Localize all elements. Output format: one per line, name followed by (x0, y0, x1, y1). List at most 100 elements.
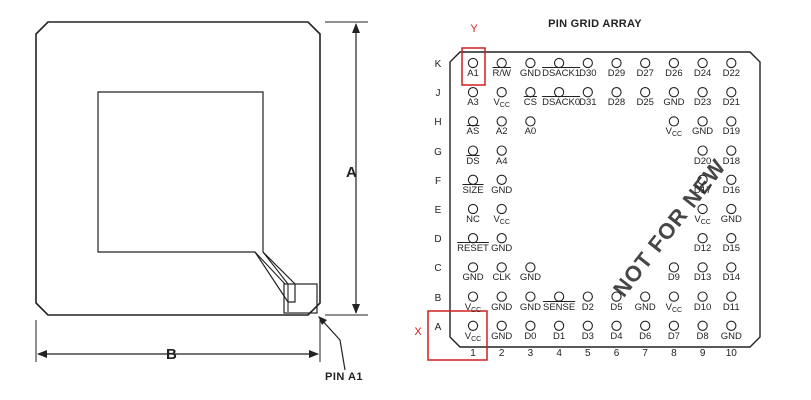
pin-h10 (726, 116, 737, 127)
col-label-6: 6 (613, 348, 620, 359)
pin-b2 (496, 291, 507, 302)
pin-g1 (467, 145, 479, 156)
pin-k1 (467, 57, 479, 69)
pin-c3 (525, 262, 536, 273)
row-label-e: E (434, 205, 442, 216)
pin-b9 (697, 291, 708, 302)
pin-label-k7: D27 (636, 68, 654, 79)
pin-label-e9: VCC (694, 214, 711, 227)
row-label-d: D (434, 234, 442, 246)
pin-k3 (525, 57, 536, 69)
pin-label-e1: NC (466, 214, 480, 225)
pin-a4 (553, 320, 565, 331)
pin-a1-pad (283, 283, 318, 314)
pin-j3 (525, 87, 536, 98)
row-label-f: F (434, 175, 442, 187)
pin-f10 (726, 174, 737, 185)
pin-label-b2: GND (491, 301, 513, 313)
pin-label-j2: VCC (493, 97, 510, 110)
pin-label-a4: D1 (553, 330, 566, 342)
pin-a1-label: PIN A1 (325, 371, 364, 383)
pin-b1 (467, 291, 479, 302)
pin-c1 (467, 262, 479, 273)
pin-e9 (697, 203, 708, 215)
pin-j2 (496, 87, 507, 98)
pin-label-a3: D0 (524, 330, 537, 342)
col-label-1: 1 (470, 348, 476, 359)
pga-outline (449, 51, 761, 348)
pin-label-b5: D2 (581, 301, 594, 313)
pin-label-a1: VCC (464, 330, 482, 343)
col-label-4: 4 (556, 348, 562, 359)
y-highlight-box (461, 47, 486, 86)
pin-k9 (697, 57, 708, 69)
pin-label-h2: A2 (495, 126, 508, 138)
pin-j10 (726, 87, 737, 98)
pin-label-a5: D3 (581, 330, 594, 342)
pin-label-f1: SIZE (462, 184, 484, 196)
x-axis-label: X (414, 326, 422, 338)
pin-label-d10: D15 (722, 243, 741, 255)
pin-label-h3: A0 (524, 126, 537, 138)
pin-label-j4: DSACK0 (542, 97, 581, 109)
pin-label-g2: A4 (495, 155, 508, 167)
col-label-8: 8 (671, 348, 677, 359)
y-axis-label: Y (470, 23, 478, 35)
pin-label-g9: D20 (693, 155, 712, 167)
pin-label-d2: GND (491, 243, 513, 255)
pin-label-j6: D28 (607, 97, 626, 109)
pin-a10 (726, 320, 737, 331)
pin-h8 (668, 116, 680, 127)
pin-label-b1: VCC (464, 301, 482, 314)
pin-label-b4: SENSE (542, 301, 576, 313)
pin-label-j5: D31 (579, 97, 597, 109)
pin-h9 (697, 116, 708, 127)
pin-label-k1: A1 (467, 68, 479, 79)
pin-b4 (553, 291, 565, 302)
pin-label-a6: D4 (610, 330, 623, 342)
pin-c10 (726, 262, 737, 273)
pin-b6 (611, 291, 622, 302)
pin-b8 (668, 291, 680, 302)
row-label-h: H (434, 117, 442, 129)
pin-label-k3: GND (519, 68, 541, 79)
pin-label-k5: D30 (579, 68, 597, 79)
row-label-c: C (434, 263, 442, 275)
pin-a5 (582, 320, 593, 331)
pin-k7 (640, 57, 651, 69)
pin-k10 (726, 57, 737, 69)
pin-b7 (640, 291, 651, 302)
pin-a2 (496, 320, 507, 331)
pin-label-c3: GND (519, 272, 541, 284)
x-highlight-box (427, 310, 488, 361)
pin-g10 (726, 145, 737, 156)
pin-j9 (697, 87, 708, 98)
pin-k5 (582, 57, 593, 69)
pin-label-g1: DS (466, 155, 480, 167)
row-label-a: A (434, 321, 442, 333)
pin-label-f9: D17 (693, 184, 712, 196)
pin-k6 (611, 57, 622, 69)
pin-label-k6: D29 (607, 68, 626, 79)
pin-label-j7: D25 (636, 97, 654, 109)
pin-a6 (611, 320, 622, 331)
pin-label-h9: GND (692, 126, 714, 138)
pin-g2 (496, 145, 507, 156)
pin-a7 (640, 320, 651, 331)
pin-d1 (467, 233, 479, 244)
pin-e10 (726, 203, 737, 215)
row-label-b: B (434, 292, 442, 304)
col-label-10: 10 (725, 348, 737, 359)
pin-label-b3: GND (519, 301, 541, 313)
pin-a1 (467, 320, 479, 331)
pin-label-c2: CLK (492, 272, 511, 284)
pin-label-f2: GND (491, 184, 513, 196)
pin-label-k9: D24 (693, 68, 712, 79)
pin-a3 (525, 320, 536, 331)
row-label-k: K (434, 59, 442, 70)
pin-b10 (726, 291, 737, 302)
pin-g9 (697, 145, 708, 156)
pin-c9 (697, 262, 708, 273)
row-label-j: J (435, 88, 441, 100)
